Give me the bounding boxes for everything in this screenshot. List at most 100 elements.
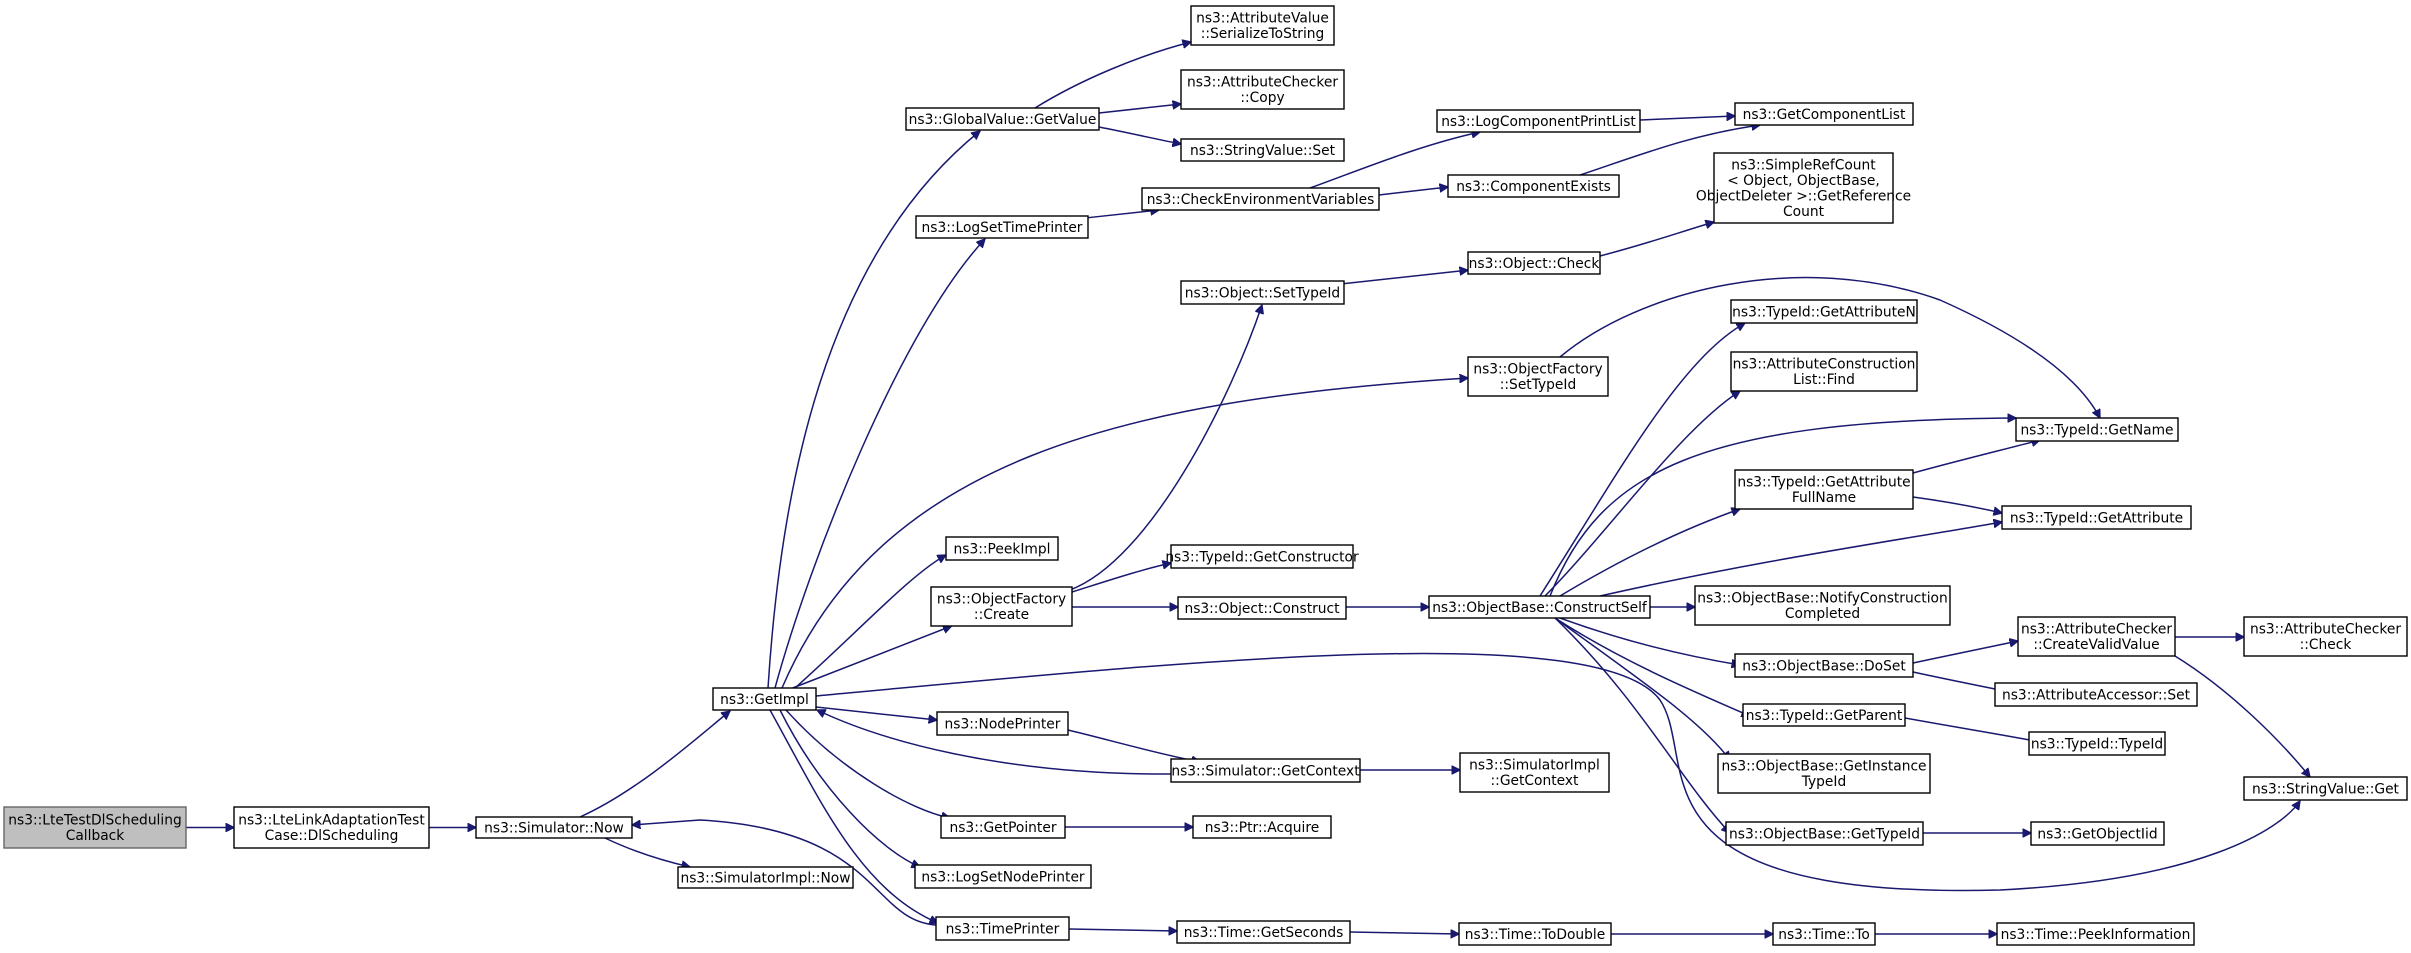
node-label: ns3::GetImpl [720,692,809,708]
node-box [2015,417,2179,442]
edge-gvgetvalue-to-svset [1098,126,1181,144]
node-label: ns3::LogSetTimePrinter [922,220,1083,236]
node-box [1467,356,1609,397]
node-timepeek[interactable]: ns3::Time::PeekInformation [1996,922,2195,946]
node-objcheck[interactable]: ns3::Object::Check [1467,251,1601,275]
node-ptracquire[interactable]: ns3::Ptr::Acquire [1192,815,1332,839]
node-label: ::GetContext [1491,773,1580,789]
edge-getimpl-to-peekimpl [794,555,946,689]
node-box [2028,731,2166,756]
edge-getimpl-to-gvgetvalue [767,131,980,689]
edge-getimpl-to-logsetnp [779,709,920,867]
node-obgettypeid[interactable]: ns3::ObjectBase::GetTypeId [1725,821,1924,846]
edge-checkenv-to-compex [1378,187,1448,196]
node-logcpl[interactable]: ns3::LogComponentPrintList [1436,109,1641,133]
node-label: ns3::TimePrinter [946,921,1060,937]
node-obconstructself[interactable]: ns3::ObjectBase::ConstructSelf [1428,595,1651,619]
node-label: ns3::LogComponentPrintList [1441,114,1636,130]
node-timegetsec[interactable]: ns3::Time::GetSeconds [1176,920,1351,944]
node-tidgetname[interactable]: ns3::TypeId::GetName [2015,417,2179,442]
edge-tidgetparent-to-tidtypeid [1904,717,2040,742]
node-label: ObjectDeleter >::GetReference [1696,189,1911,205]
node-logsettp[interactable]: ns3::LogSetTimePrinter [915,215,1089,239]
node-label: ns3::LogSetNodePrinter [921,869,1085,885]
edge-getimpl-to-timeprinter [769,709,938,923]
node-label: TypeId [1801,774,1847,790]
node-label: ns3::ObjectBase::ConstructSelf [1432,600,1648,616]
node-box [677,866,854,889]
node-simimplnow[interactable]: ns3::SimulatorImpl::Now [677,866,854,889]
node-getpointer[interactable]: ns3::GetPointer [940,815,1066,839]
node-label: ns3::AttributeConstruction [1733,357,1916,373]
node-accreate[interactable]: ns3::AttributeChecker::CreateValidValue [2017,616,2176,657]
edge-getimpl-to-nodeprinter [815,706,937,720]
node-label: ns3::CheckEnvironmentVariables [1147,192,1375,208]
node-tidgetattr[interactable]: ns3::TypeId::GetAttribute [2001,505,2192,530]
node-timetodouble[interactable]: ns3::Time::ToDouble [1458,922,1612,946]
node-getimpl[interactable]: ns3::GetImpl [712,687,817,711]
node-label: Case::DlScheduling [265,828,399,844]
node-aaset[interactable]: ns3::AttributeAccessor::Set [1994,682,2198,707]
node-box [1180,138,1345,162]
node-dlsched[interactable]: ns3::LteLinkAdaptationTestCase::DlSchedu… [233,806,430,849]
node-svget[interactable]: ns3::StringValue::Get [2243,776,2408,801]
node-svset[interactable]: ns3::StringValue::Set [1180,138,1345,162]
node-getcl[interactable]: ns3::GetComponentList [1734,102,1914,126]
node-obnotify[interactable]: ns3::ObjectBase::NotifyConstructionCompl… [1694,585,1951,626]
node-label: ns3::TypeId::GetConstructor [1165,549,1359,565]
node-label: ns3::Simulator::GetContext [1171,763,1360,779]
node-accheck[interactable]: ns3::AttributeChecker::Check [2243,616,2408,657]
node-ofsettypeid[interactable]: ns3::ObjectFactory::SetTypeId [1467,356,1609,397]
node-logsetnp[interactable]: ns3::LogSetNodePrinter [914,864,1092,889]
edge-gvgetvalue-to-avser [1034,42,1191,109]
node-srcgetref[interactable]: ns3::SimpleRefCount< Object, ObjectBase,… [1696,152,1911,224]
node-checkenv[interactable]: ns3::CheckEnvironmentVariables [1141,187,1380,211]
node-label: ns3::NodePrinter [945,716,1061,732]
node-nodeprinter[interactable]: ns3::NodePrinter [936,711,1069,736]
node-label: ns3::Object::SetTypeId [1185,285,1340,301]
node-box [1170,544,1354,569]
node-peekimpl[interactable]: ns3::PeekImpl [945,536,1059,561]
node-box [1170,758,1361,783]
node-box [2030,821,2165,846]
node-obdoset[interactable]: ns3::ObjectBase::DoSet [1734,653,1914,678]
node-gvgetvalue[interactable]: ns3::GlobalValue::GetValue [905,107,1100,131]
node-tidgetattrn[interactable]: ns3::TypeId::GetAttributeN [1730,299,1918,324]
node-label: ns3::LteTestDlScheduling [8,813,181,829]
node-label: ::SetTypeId [1500,377,1576,393]
node-ofcreate[interactable]: ns3::ObjectFactory::Create [930,586,1073,627]
node-simimplgetctx[interactable]: ns3::SimulatorImpl::GetContext [1459,752,1610,793]
node-getobjectiid[interactable]: ns3::GetObjectIid [2030,821,2165,846]
node-label: ns3::TypeId::GetParent [1746,708,1903,724]
node-tidtypeid[interactable]: ns3::TypeId::TypeId [2028,731,2166,756]
node-box [1734,653,1914,678]
node-objsettypeid[interactable]: ns3::Object::SetTypeId [1180,280,1345,305]
node-simnow[interactable]: ns3::Simulator::Now [475,816,633,839]
edge-logsettp-to-checkenv [1087,210,1159,219]
node-tidgetctor[interactable]: ns3::TypeId::GetConstructor [1165,544,1359,569]
node-label: ns3::StringValue::Get [2252,781,2400,797]
edge-obconstructself-to-obdoset [1559,617,1740,665]
node-label: ::CreateValidValue [2033,637,2159,653]
node-avser[interactable]: ns3::AttributeValue::SerializeToString [1190,5,1335,46]
node-box [1996,922,2195,946]
node-label: ns3::GlobalValue::GetValue [909,112,1097,128]
node-simgetctx[interactable]: ns3::Simulator::GetContext [1170,758,1361,783]
node-box [905,107,1100,131]
node-box [2243,616,2408,657]
node-timeto[interactable]: ns3::Time::To [1772,922,1876,946]
node-timeprinter[interactable]: ns3::TimePrinter [935,916,1070,941]
node-compex[interactable]: ns3::ComponentExists [1447,174,1620,198]
node-objconstruct[interactable]: ns3::Object::Construct [1177,596,1347,620]
node-label: ns3::Object::Construct [1184,601,1340,617]
node-label: ns3::TypeId::GetAttribute [2010,510,2183,526]
node-label: ns3::AttributeChecker [2021,622,2172,638]
node-accopy[interactable]: ns3::AttributeChecker::Copy [1180,69,1345,110]
node-box [1742,703,1906,727]
node-tidgetparent[interactable]: ns3::TypeId::GetParent [1742,703,1906,727]
node-box [914,864,1092,889]
